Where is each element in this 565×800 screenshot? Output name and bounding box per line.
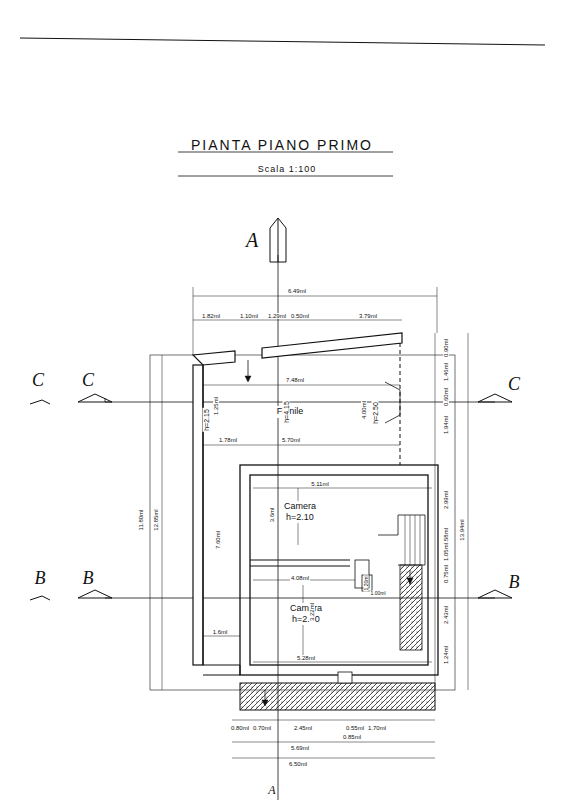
room: Camerah=2.10: [283, 501, 317, 524]
title: PIANTA PIANO PRIMO: [191, 138, 373, 152]
dimension: 7.60ml: [215, 530, 221, 550]
dimension: 5.11ml: [310, 481, 330, 487]
dimension: 4.08ml: [290, 575, 310, 581]
section-letter: B: [35, 569, 46, 587]
dimension: 1.24ml: [443, 645, 449, 665]
section-letter: A: [246, 230, 258, 250]
dimension: 0.75ml: [443, 564, 449, 584]
dimension: 7.48ml: [285, 377, 305, 383]
dimension: 0.85ml: [342, 734, 362, 740]
dimension: 1.10ml: [239, 313, 259, 319]
room-name: Fienile: [276, 406, 305, 417]
dimension: 2.99ml: [443, 490, 449, 510]
dimension: 0.50ml: [290, 313, 310, 319]
dimension: 2.45ml: [293, 725, 313, 731]
section-letter: C: [82, 371, 94, 389]
dimension: h=4.15: [283, 400, 290, 424]
dimension: 0.90ml: [443, 338, 449, 358]
dimension: h=2.15: [203, 408, 210, 432]
dimension: 4.00ml: [361, 400, 367, 420]
dimension: 0.55ml: [345, 725, 365, 731]
section-letter: B: [83, 569, 94, 587]
section-letter: C: [508, 375, 520, 393]
room-height: h=2.10: [289, 614, 323, 625]
room-name: Camera: [289, 603, 323, 614]
dimension: 1.00ml: [369, 591, 386, 596]
dimension: 6.49ml: [287, 288, 307, 294]
room-name: Camera: [283, 501, 317, 512]
dimension: 1.70ml: [367, 725, 387, 731]
dimension: 6.50ml: [288, 761, 308, 767]
dimension: 5.70ml: [281, 437, 301, 443]
room: Camerah=2.10: [289, 603, 323, 626]
dimension: 1.29ml: [267, 313, 287, 319]
dimension: h=2.50: [372, 401, 379, 425]
dimension: 1.82ml: [201, 313, 221, 319]
dimension: 1.25ml: [213, 396, 219, 416]
dimension: 5.28ml: [296, 655, 316, 661]
section-letter: A: [268, 784, 275, 796]
dimension: 3.79ml: [358, 313, 378, 319]
dimension: 3.22ml: [309, 602, 315, 622]
dimension: 1.05ml: [443, 542, 449, 562]
dimension: 2.43ml: [443, 605, 449, 625]
room: Fienile: [276, 406, 305, 417]
dimension: 3.6ml: [269, 507, 275, 524]
dimension: 0.70ml: [252, 725, 272, 731]
dimension: 1.46ml: [443, 362, 449, 382]
dimension: 11.80ml: [138, 509, 144, 532]
section-letter: B: [509, 573, 520, 591]
dimension: 12.85ml: [153, 508, 159, 531]
dimension: 1.78ml: [218, 437, 238, 443]
dimension: 1.6ml: [212, 629, 229, 635]
dimension: 0.80ml: [230, 725, 250, 731]
dimension: 13.94ml: [459, 518, 465, 541]
dimension: 0.60ml: [443, 387, 449, 407]
dimension: 5.69ml: [290, 745, 310, 751]
section-letter: C: [32, 371, 44, 389]
room-height: h=2.10: [283, 512, 317, 523]
caption: Scala 1:100: [258, 165, 317, 174]
dimension: 1.20ml: [364, 574, 369, 591]
dimension: 1.94ml: [443, 415, 449, 435]
